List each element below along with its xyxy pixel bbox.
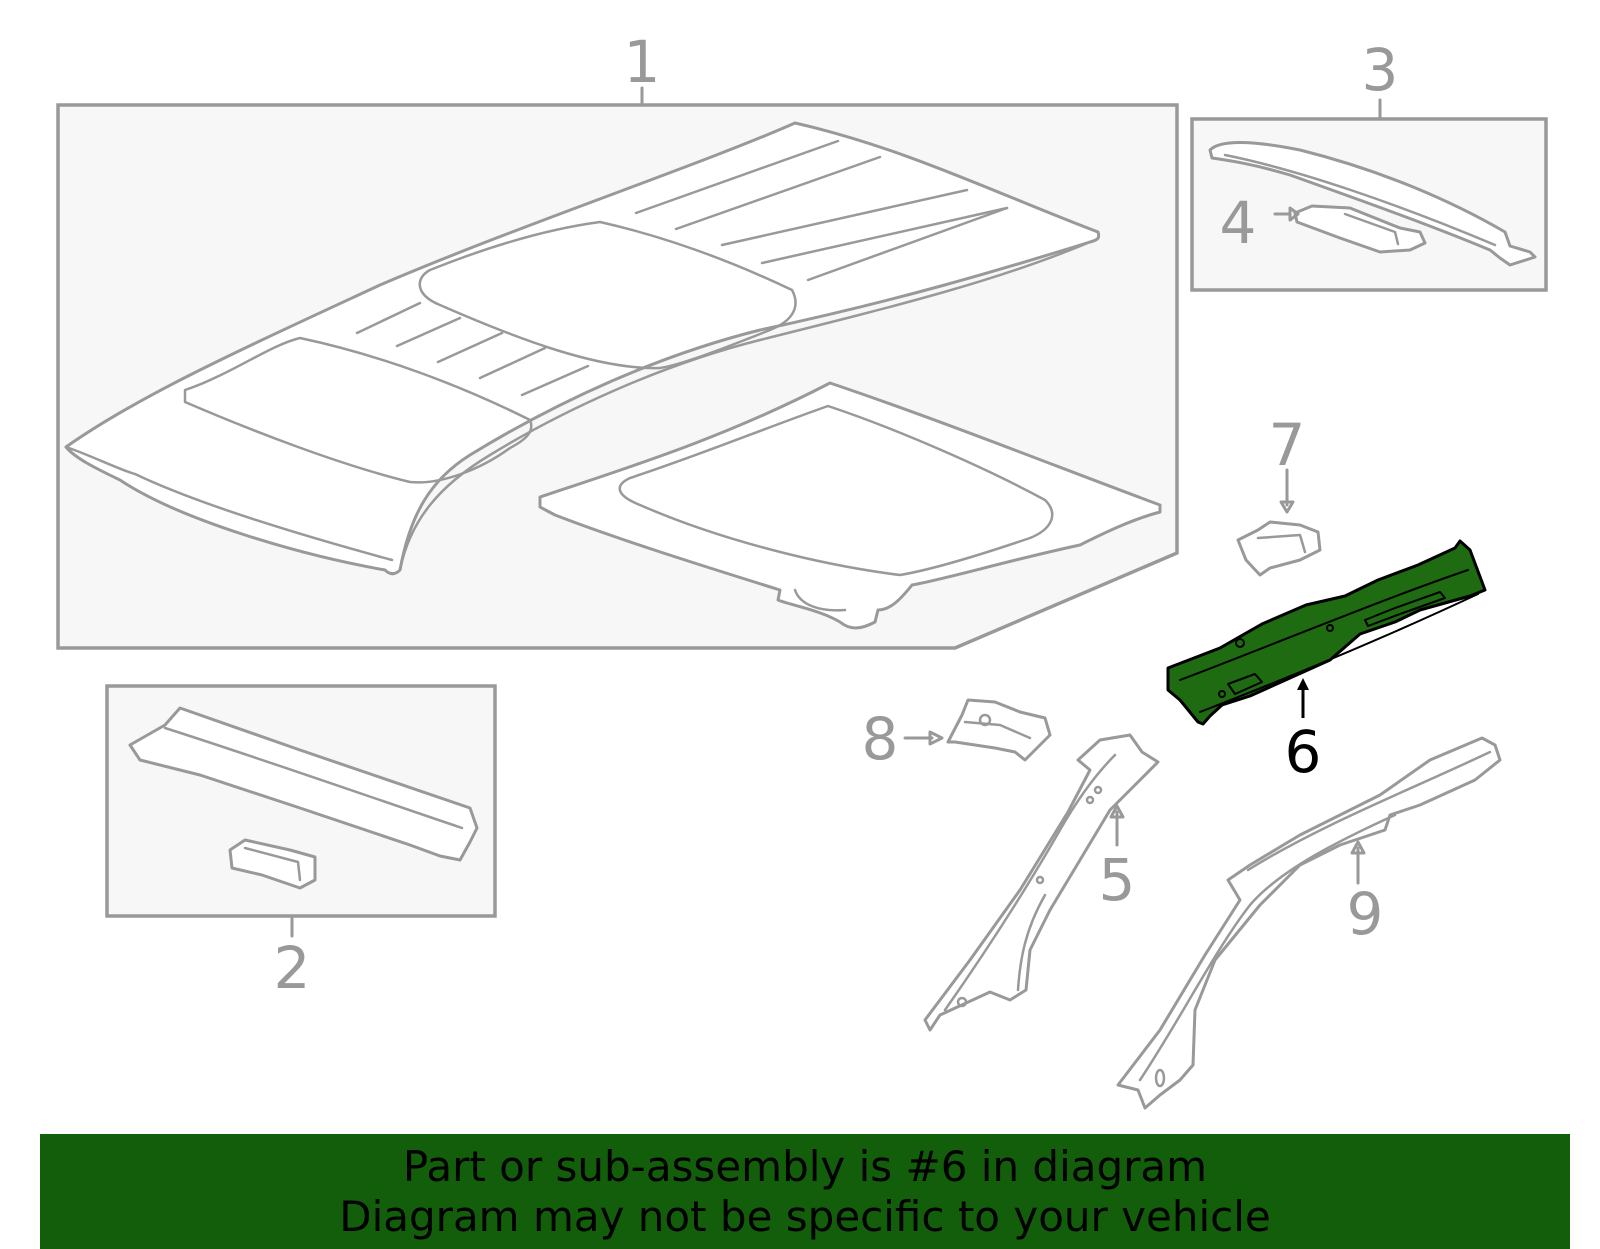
part-5-pillar[interactable] <box>923 733 1160 1032</box>
part-group-1[interactable] <box>56 86 1179 650</box>
info-banner: Part or sub-assembly is #6 in diagram Di… <box>40 1134 1570 1249</box>
callout-5[interactable]: 5 <box>1099 846 1136 914</box>
part-group-2[interactable] <box>105 684 497 938</box>
part-6-highlighted[interactable] <box>1166 539 1487 726</box>
rail-bracket-4 <box>1293 204 1427 254</box>
callout-6[interactable]: 6 <box>1285 718 1322 786</box>
callout-2[interactable]: 2 <box>274 934 311 1002</box>
callout-4[interactable]: 4 <box>1220 189 1257 257</box>
banner-line-disclaimer: Diagram may not be specific to your vehi… <box>339 1192 1271 1241</box>
roof-panel <box>64 121 1101 576</box>
callout-3[interactable]: 3 <box>1362 36 1399 104</box>
roof-side-rail <box>1208 141 1537 267</box>
part-group-3[interactable] <box>1190 98 1548 292</box>
part-9-pillar[interactable] <box>1116 736 1502 1110</box>
header-bracket <box>228 838 317 890</box>
part-8-bracket[interactable] <box>903 698 1052 762</box>
banner-line-part: Part or sub-assembly is #6 in diagram <box>402 1142 1208 1191</box>
callout-7[interactable]: 7 <box>1269 411 1306 479</box>
callout-1[interactable]: 1 <box>624 28 661 96</box>
callout-8[interactable]: 8 <box>862 705 899 773</box>
part-6-roof-bow <box>1166 539 1487 726</box>
roof-reinforcement-frame <box>538 381 1162 630</box>
part-7-bracket[interactable] <box>1236 468 1322 577</box>
callout-9[interactable]: 9 <box>1347 880 1384 948</box>
